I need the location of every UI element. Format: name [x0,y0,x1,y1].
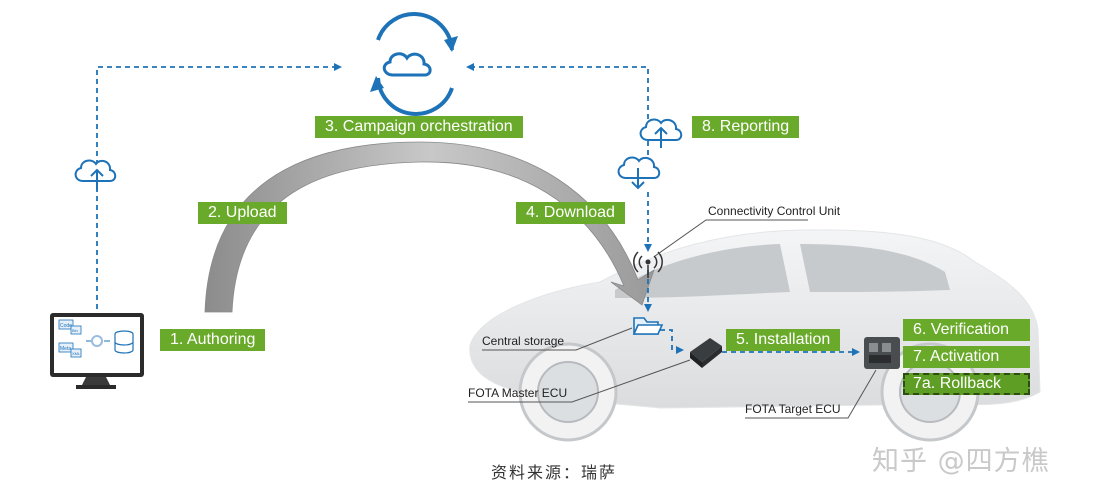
label-fota-master-ecu: FOTA Master ECU [468,386,568,400]
label-connectivity-control-unit: Connectivity Control Unit [708,204,841,218]
label-central-storage: Central storage [482,334,565,348]
source-caption: 资料来源：瑞萨 [490,463,617,482]
step-authoring: 1. Authoring [160,329,266,351]
cloud-reporting-icon [639,118,683,148]
leader-connectivity [654,219,808,257]
leader-target-ecu [745,369,877,419]
step-verification: 6. Verification [903,319,1030,341]
leader-master-ecu [468,359,691,403]
screen-bin-label: Bin [72,328,78,333]
gear-icon [91,335,103,347]
step-campaign-orchestration: 3. Campaign orchestration [315,116,523,138]
dashed-flow-right [466,63,649,155]
database-icon [114,330,134,354]
step-upload: 2. Upload [198,202,287,224]
step-rollback: 7a. Rollback [903,373,1030,395]
watermark: 知乎 @四方樵 [872,446,1050,477]
screen-code-label: Code [60,323,72,329]
fota-target-ecu-module [864,337,900,369]
dashed-flow-to-master-ecu [660,329,684,354]
step-reporting: 8. Reporting [692,116,800,138]
authoring-computer: Code Bin Meta XML [50,313,144,389]
leader-central-storage [482,327,633,351]
label-fota-target-ecu: FOTA Target ECU [745,402,841,416]
cloud-download-icon [617,156,661,190]
cloud-upload-icon [74,159,117,190]
step-activation: 7. Activation [903,346,1030,368]
upload-download-arc [204,141,655,313]
cloud-sync-icon [370,12,458,116]
dashed-flow-left [96,63,342,318]
screen-meta-label: Meta [60,346,71,352]
fota-master-ecu-module [690,338,722,368]
step-download: 4. Download [516,202,625,224]
step-installation: 5. Installation [726,329,841,351]
folder-icon [632,317,664,335]
screen-xml-label: XML [72,351,81,356]
